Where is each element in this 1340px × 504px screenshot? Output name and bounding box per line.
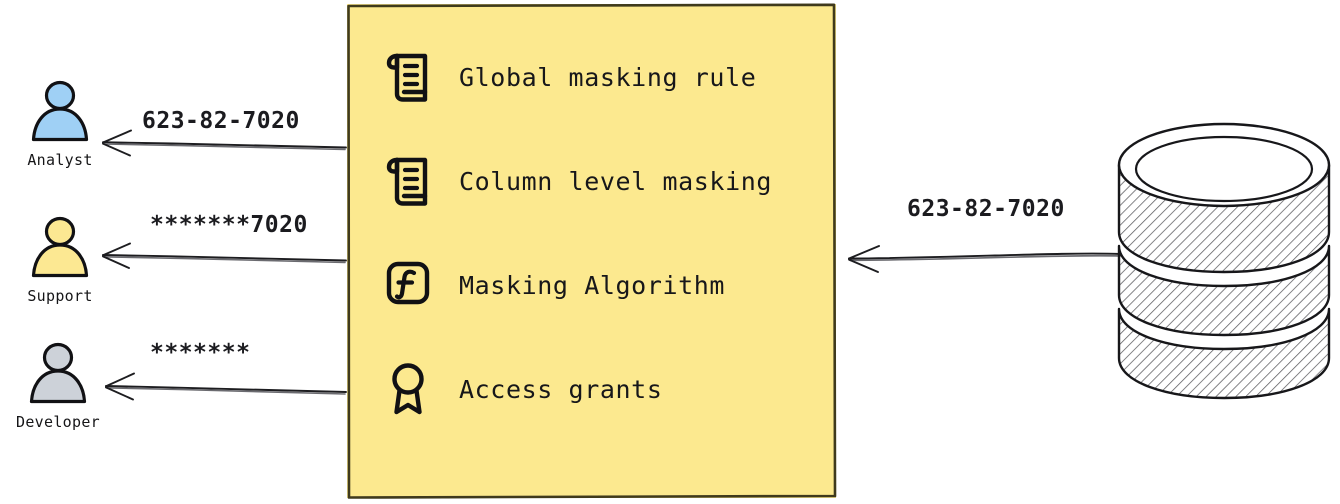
masking-policy-list: Global masking rule Column level masking — [347, 4, 836, 418]
function-icon — [383, 258, 433, 312]
panel-item-label: Global masking rule — [459, 62, 757, 92]
panel-item-global-masking-rule[interactable]: Global masking rule — [383, 48, 836, 106]
panel-border — [347, 3, 837, 499]
flow-label-support: *******7020 — [150, 212, 308, 238]
user-icon-developer — [29, 342, 87, 404]
user-icon-analyst — [31, 80, 89, 142]
flow-label-analyst: 623-82-7020 — [142, 108, 300, 134]
actor-support: Support — [2, 214, 118, 304]
panel-item-column-level-masking[interactable]: Column level masking — [383, 152, 836, 210]
panel-item-label: Masking Algorithm — [459, 270, 726, 300]
panel-item-label: Column level masking — [459, 166, 773, 196]
actor-label-support: Support — [27, 287, 93, 305]
actor-label-developer: Developer — [16, 413, 100, 431]
actor-analyst: Analyst — [2, 78, 118, 168]
scroll-icon — [383, 154, 433, 208]
panel-item-masking-algorithm[interactable]: Masking Algorithm — [383, 256, 836, 314]
user-icon-support — [31, 216, 89, 278]
database-icon — [1117, 122, 1331, 400]
award-icon — [383, 362, 433, 416]
actor-developer: Developer — [0, 340, 116, 430]
scroll-icon — [383, 50, 433, 104]
actor-label-analyst: Analyst — [27, 151, 93, 169]
flow-arrow-developer: ******* — [98, 340, 348, 410]
flow-label-developer: ******* — [150, 340, 251, 366]
flow-arrow-support: *******7020 — [98, 212, 348, 282]
flow-arrow-analyst: 623-82-7020 — [98, 108, 348, 178]
database-cylinder — [1108, 118, 1340, 404]
flow-label-database: 623-82-7020 — [907, 196, 1065, 222]
panel-item-access-grants[interactable]: Access grants — [383, 360, 836, 418]
panel-item-label: Access grants — [459, 374, 663, 404]
masking-policy-panel: Global masking rule Column level masking — [347, 3, 837, 499]
flow-arrow-database: 623-82-7020 — [845, 192, 1125, 282]
